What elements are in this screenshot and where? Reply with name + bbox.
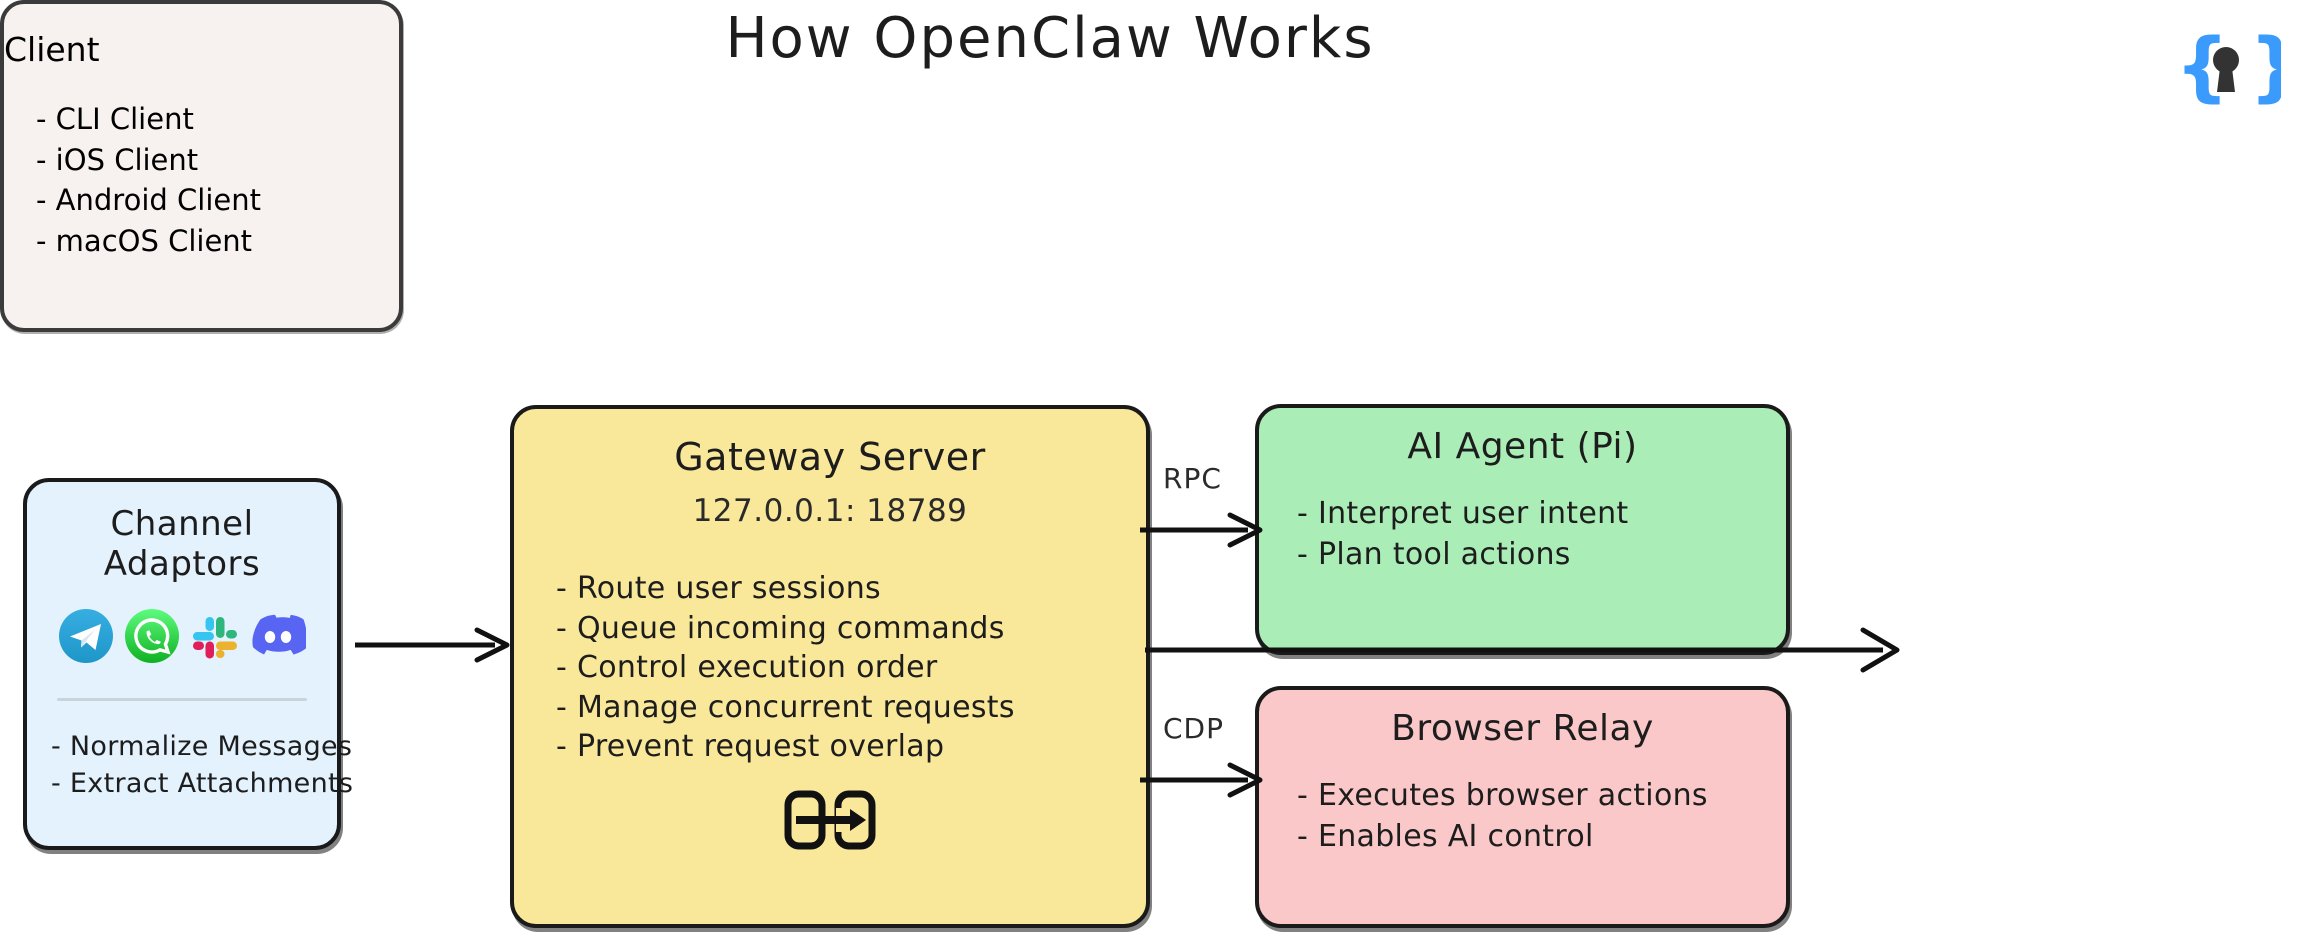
list-item: - Interpret user intent: [1297, 496, 1629, 531]
channel-adaptors-title: Channel Adaptors: [103, 504, 261, 584]
channel-adaptors-divider: [57, 698, 307, 701]
connector-gateway-to-relay: [1140, 755, 1265, 805]
list-item: - Plan tool actions: [1297, 537, 1571, 573]
svg-text:}: }: [2249, 24, 2281, 110]
list-item: - iOS Client: [36, 142, 199, 177]
list-item: - Executes browser actions: [1297, 778, 1708, 813]
channel-icon-row: [43, 608, 321, 668]
ai-agent-bullets: - Interpret user intent - Plan tool acti…: [1259, 493, 1786, 575]
gateway-server-title: Gateway Server: [674, 435, 986, 479]
connector-adaptors-to-gateway: [355, 620, 515, 670]
node-client[interactable]: Client - CLI Client - iOS Client - Andro…: [0, 0, 403, 332]
keyhole-icon: [2213, 47, 2239, 92]
slack-icon: [190, 611, 240, 665]
telegram-icon: [58, 608, 114, 668]
node-channel-adaptors[interactable]: Channel Adaptors: [23, 478, 354, 850]
list-item: - Control execution order: [556, 650, 938, 686]
list-item: - macOS Client: [36, 223, 253, 258]
list-item: - Enables AI control: [1297, 819, 1594, 855]
node-browser-relay[interactable]: Browser Relay - Executes browser actions…: [1255, 686, 1790, 928]
gateway-server-address: 127.0.0.1: 18789: [692, 493, 968, 529]
list-item: - Route user sessions: [556, 571, 881, 606]
openclaw-brace-keyhole-logo: { }: [2171, 21, 2303, 112]
channel-adaptors-bullets: - Normalize Messages - Extract Attachmen…: [43, 729, 354, 803]
browser-relay-bullets: - Executes browser actions - Enables AI …: [1259, 775, 1786, 857]
list-item: - Normalize Messages: [51, 731, 353, 762]
connector-label-cdp: CDP: [1163, 712, 1224, 745]
browser-relay-title: Browser Relay: [1391, 708, 1654, 749]
list-item: - Queue incoming commands: [556, 610, 1005, 646]
client-bullets: - CLI Client - iOS Client - Android Clie…: [4, 99, 399, 261]
list-item: - Android Client: [36, 183, 261, 218]
list-item: - CLI Client: [36, 102, 194, 136]
connector-label-rpc: RPC: [1163, 462, 1222, 495]
connector-gateway-to-client: [1145, 625, 1900, 675]
page-title: How OpenClaw Works: [725, 6, 1375, 71]
whatsapp-icon: [124, 608, 180, 668]
list-item: - Manage concurrent requests: [556, 689, 1015, 725]
list-item: - Prevent request overlap: [556, 729, 945, 765]
discord-icon: [250, 614, 308, 662]
connector-gateway-to-agent: [1140, 505, 1265, 555]
gateway-transfer-icon: [514, 789, 1146, 851]
ai-agent-title: AI Agent (Pi): [1407, 426, 1638, 467]
node-ai-agent[interactable]: AI Agent (Pi) - Interpret user intent - …: [1255, 404, 1790, 655]
list-item: - Extract Attachments: [51, 767, 354, 799]
node-gateway-server[interactable]: Gateway Server 127.0.0.1: 18789 - Route …: [510, 405, 1150, 928]
gateway-server-bullets: - Route user sessions - Queue incoming c…: [514, 569, 1146, 767]
client-title: Client: [4, 30, 100, 69]
